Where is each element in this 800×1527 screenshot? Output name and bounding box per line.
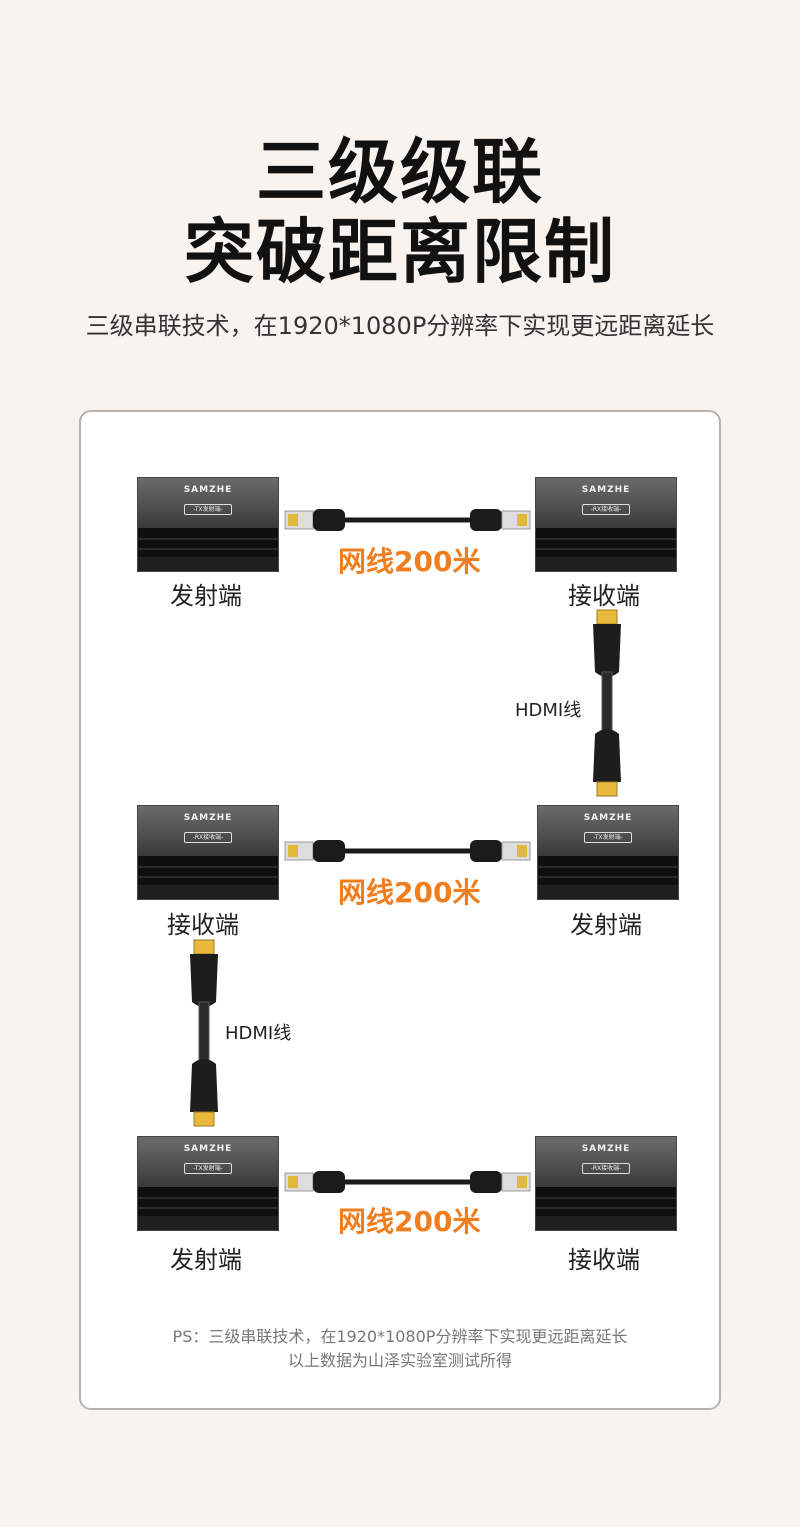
- device-brand: SAMZHE: [183, 1144, 233, 1154]
- footnote-line1: PS：三级串联技术，在1920*1080P分辨率下实现更远距离延长: [172, 1327, 628, 1346]
- device-tx-1: SAMZHE -TX发射端-: [137, 477, 279, 572]
- device-tag: -TX发射端-: [184, 1163, 232, 1174]
- hdmi-cable-label: HDMI线: [225, 1023, 292, 1044]
- device-label: 接收端: [568, 1246, 640, 1274]
- footnote-line2: 以上数据为山泽实验室测试所得: [287, 1351, 512, 1370]
- hdmi-cable-1: [593, 609, 621, 797]
- device-tag: -RX接收端-: [582, 504, 630, 515]
- device-brand: SAMZHE: [583, 813, 633, 823]
- device-brand: SAMZHE: [183, 485, 233, 495]
- device-brand: SAMZHE: [183, 813, 233, 823]
- device-tag: -TX发射端-: [184, 504, 232, 515]
- device-tx-2: SAMZHE -TX发射端-: [537, 805, 679, 900]
- device-label: 接收端: [167, 911, 239, 939]
- device-label: 发射端: [170, 582, 242, 610]
- cable-length-label: 网线200米: [338, 1205, 481, 1238]
- device-tag: -TX发射端-: [584, 832, 632, 843]
- device-rx-2: SAMZHE -RX接收端-: [137, 805, 279, 900]
- network-cable-3: [284, 1171, 531, 1193]
- network-cable-1: [284, 509, 531, 531]
- hdmi-cable-2: [190, 939, 218, 1127]
- device-label: 发射端: [170, 1246, 242, 1274]
- device-label: 接收端: [568, 582, 640, 610]
- cable-length-label: 网线200米: [338, 876, 481, 909]
- diagram-panel: [79, 410, 721, 1410]
- page-title-line2: 突破距离限制: [184, 211, 616, 293]
- device-label: 发射端: [570, 911, 642, 939]
- device-rx-1: SAMZHE -RX接收端-: [535, 477, 677, 572]
- page-title-line1: 三级级联: [256, 131, 544, 213]
- device-brand: SAMZHE: [581, 485, 631, 495]
- device-rx-3: SAMZHE -RX接收端-: [535, 1136, 677, 1231]
- device-tag: -RX接收端-: [582, 1163, 630, 1174]
- device-tag: -RX接收端-: [184, 832, 232, 843]
- device-tx-3: SAMZHE -TX发射端-: [137, 1136, 279, 1231]
- cable-length-label: 网线200米: [338, 545, 481, 578]
- page-subtitle: 三级串联技术，在1920*1080P分辨率下实现更远距离延长: [85, 312, 715, 340]
- device-brand: SAMZHE: [581, 1144, 631, 1154]
- hdmi-cable-label: HDMI线: [515, 700, 582, 721]
- network-cable-2: [284, 840, 531, 862]
